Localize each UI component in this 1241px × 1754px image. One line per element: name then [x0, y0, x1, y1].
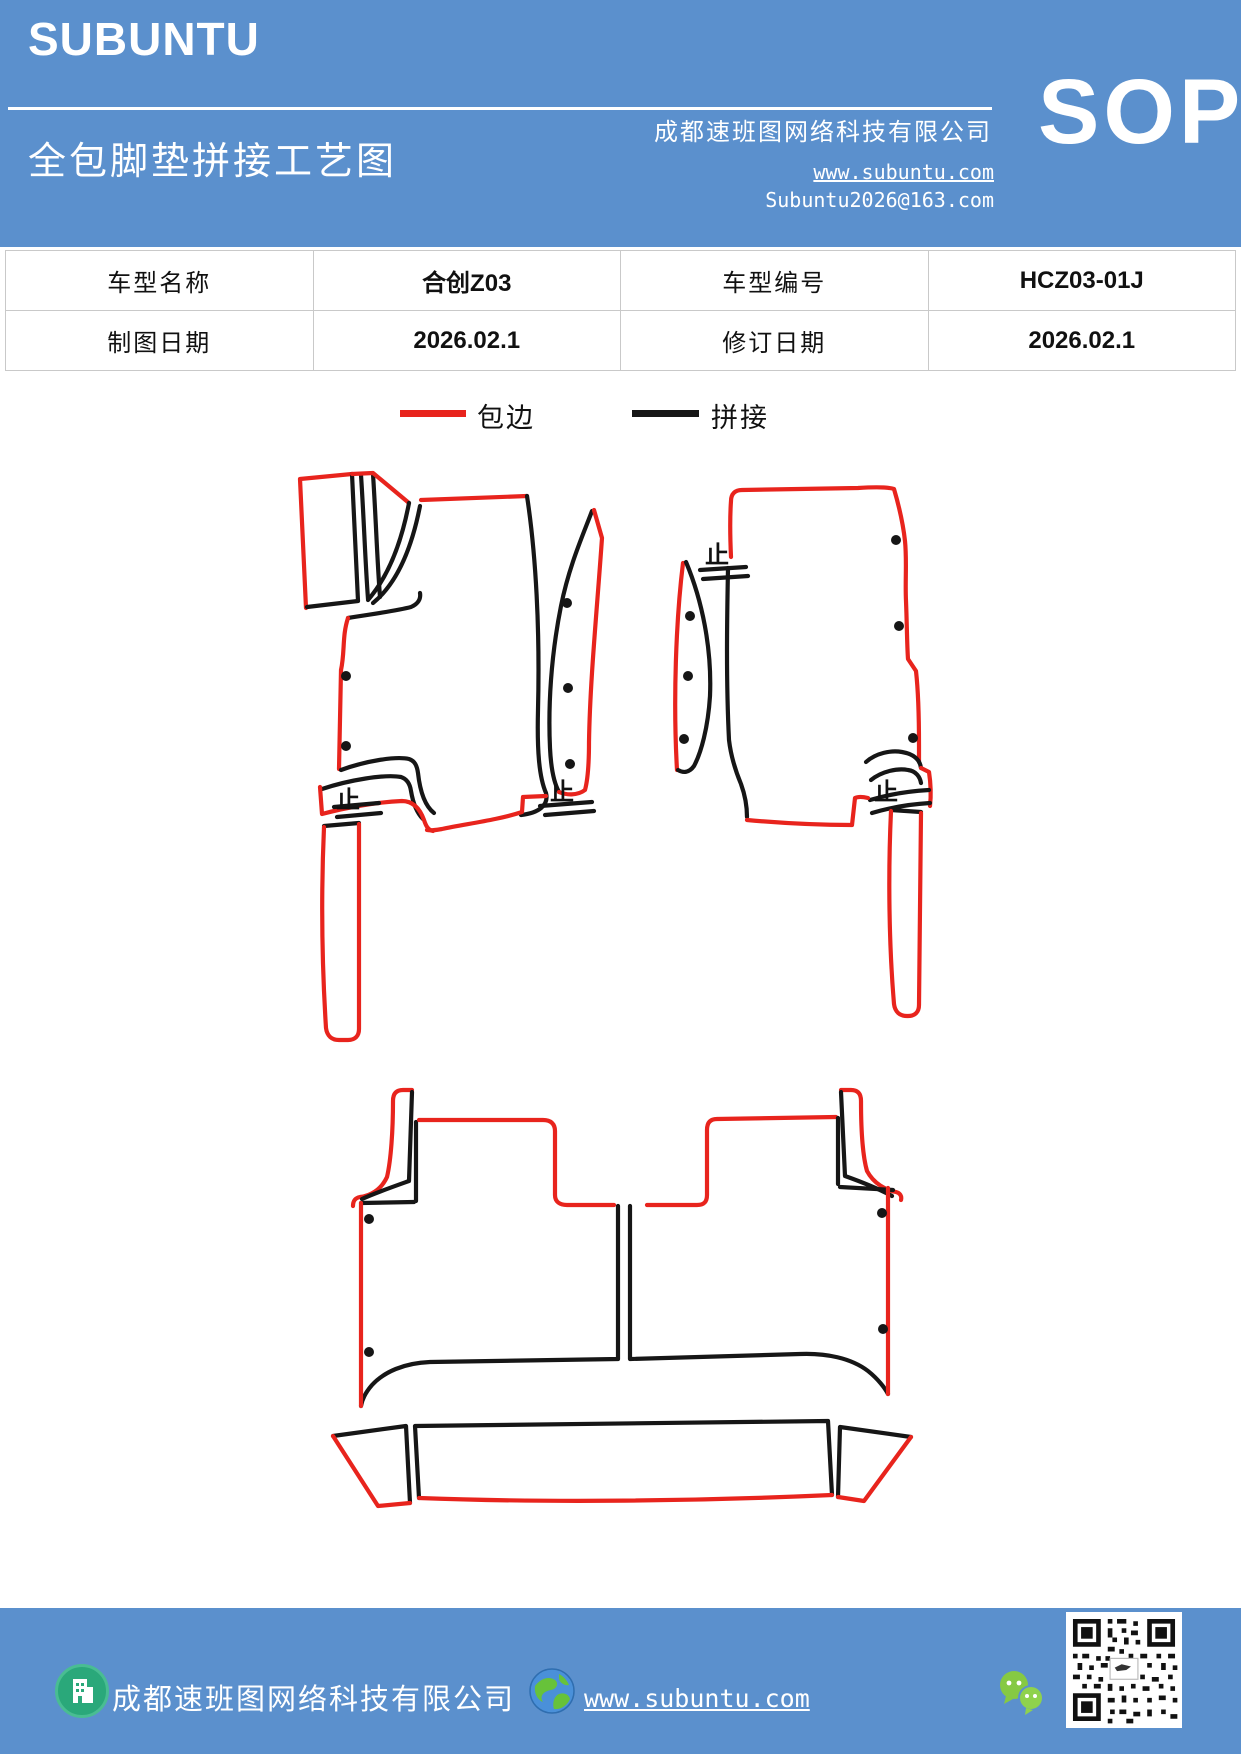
- cell-draw-date-label: 制图日期: [5, 310, 314, 371]
- cell-model-name-value: 合创Z03: [312, 250, 621, 311]
- page-title: 全包脚垫拼接工艺图: [28, 141, 398, 183]
- legend-splice-label: 拼接: [711, 403, 769, 433]
- stop-mark: 止: [874, 779, 898, 806]
- cell-revise-date-value: 2026.02.1: [927, 310, 1236, 371]
- table-row: 车型名称 合创Z03 车型编号 HCZ03-01J: [5, 250, 1236, 311]
- rear-right-mat: [627, 1087, 904, 1397]
- footer-website-link[interactable]: www.subuntu.com: [584, 1684, 810, 1713]
- header-divider: [8, 107, 992, 110]
- footer-company-name: 成都速班图网络科技有限公司: [112, 1684, 516, 1716]
- vehicle-info-table: 车型名称 合创Z03 车型编号 HCZ03-01J 制图日期 2026.02.1…: [5, 250, 1236, 371]
- legend-splice-swatch: [632, 410, 699, 417]
- qr-code: [1066, 1612, 1182, 1728]
- stop-mark: 止: [705, 542, 729, 569]
- cell-revise-date-label: 修订日期: [620, 310, 929, 371]
- doc-type-label: SOP: [1038, 61, 1241, 163]
- front-right-mat: 止 止: [673, 485, 933, 1019]
- globe-icon: [529, 1668, 575, 1714]
- rear-sill-strip: [330, 1418, 914, 1509]
- stop-mark: 止: [336, 787, 360, 814]
- cell-draw-date-value: 2026.02.1: [312, 310, 621, 371]
- page-footer: 成都速班图网络科技有限公司 www.subuntu.com: [0, 1608, 1241, 1754]
- rear-left-mat: [350, 1087, 621, 1409]
- brand-logo: SUBUNTU: [28, 13, 260, 65]
- header-website-link[interactable]: www.subuntu.com: [813, 160, 994, 184]
- wechat-icon: [996, 1668, 1048, 1718]
- stop-mark: 止: [550, 779, 574, 806]
- page-header: SUBUNTU 全包脚垫拼接工艺图 成都速班图网络科技有限公司 www.subu…: [0, 0, 1241, 247]
- legend-edge-label: 包边: [477, 403, 535, 433]
- front-left-mat: 止 止: [297, 470, 605, 1043]
- legend-edge-swatch: [400, 410, 466, 417]
- cell-model-code-value: HCZ03-01J: [927, 250, 1236, 311]
- building-icon: [55, 1664, 109, 1718]
- table-row: 制图日期 2026.02.1 修订日期 2026.02.1: [5, 310, 1236, 371]
- cell-model-name-label: 车型名称: [5, 250, 314, 311]
- header-email: Subuntu2026@163.com: [765, 188, 994, 212]
- cell-model-code-label: 车型编号: [620, 250, 929, 311]
- header-company-name: 成都速班图网络科技有限公司: [654, 119, 992, 146]
